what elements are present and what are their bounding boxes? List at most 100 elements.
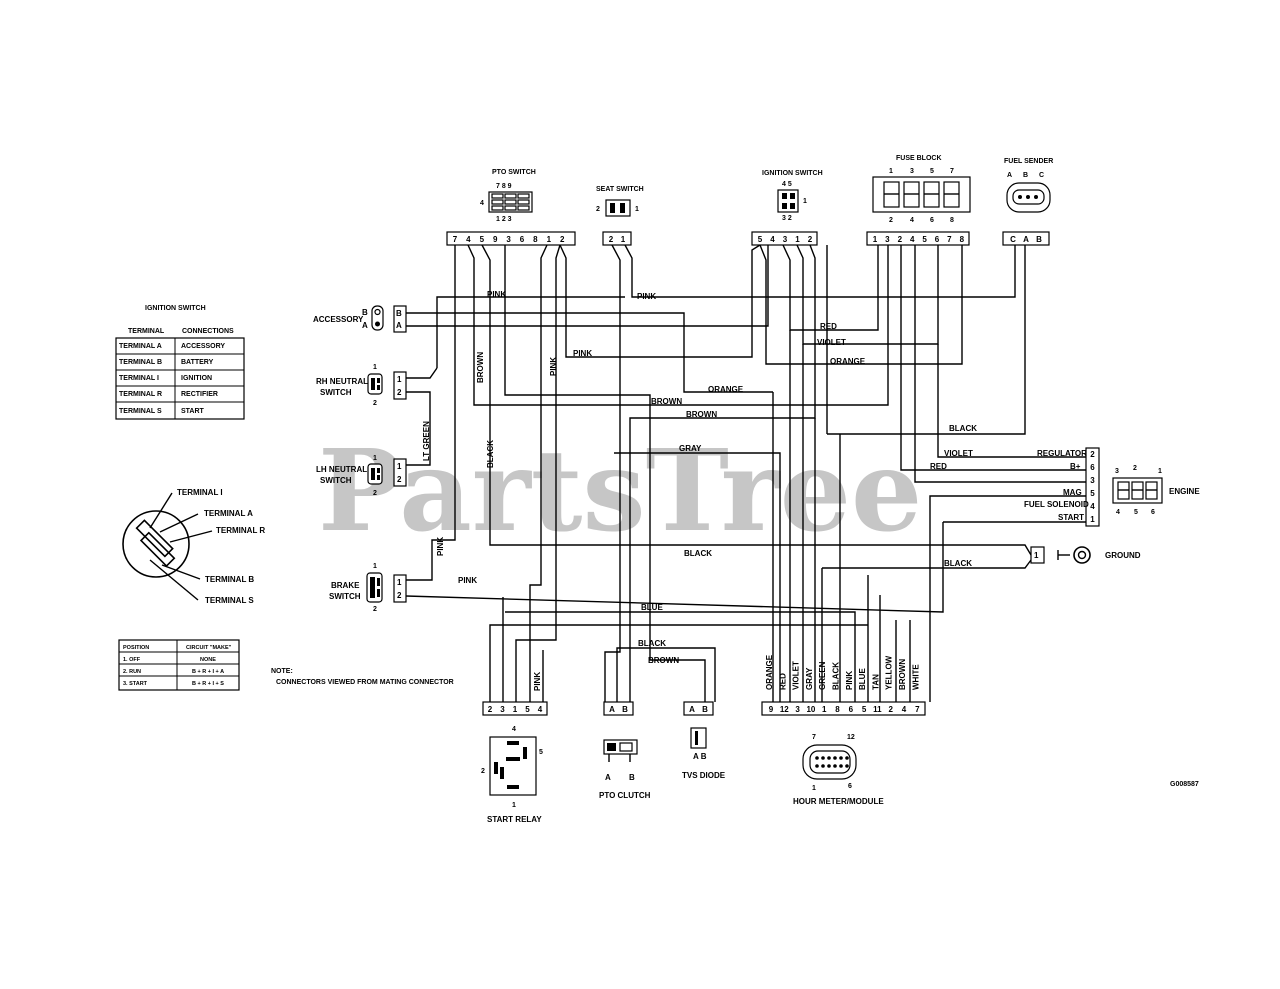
brake-pin-2-label: 2 [373,606,377,613]
wire-label-pink-3: PINK [573,349,592,358]
lh-neutral-connector-2: 2 [397,475,402,484]
wire-label-pink-4: PINK [458,576,477,585]
wire-label-black-vertical: BLACK [486,440,495,468]
relay-pin-1: 1 [512,802,516,809]
fuel-sender-connector [1002,231,1050,246]
hour-meter-connector [761,701,926,716]
ignition-row-r-terminal: TERMINAL R [119,391,162,398]
ignition-switch-top-pins: 4 5 [782,181,792,188]
rh-neutral-symbol [367,371,407,400]
brake-symbol [366,572,407,603]
pto-switch-bottom-pins: 1 2 3 [496,216,512,223]
engine-signal-fuel-solenoid: FUEL SOLENOID [1024,500,1089,509]
start-relay-pin: 3 [500,705,505,714]
engine-pin: 5 [1090,489,1095,498]
note-title: NOTE: [271,668,293,675]
hour-meter-wire-label: WHITE [911,664,920,690]
tvs-diode-pin: B [702,705,708,714]
engine-signal-start: START [1058,513,1084,522]
fuse-bottom-6: 6 [930,217,934,224]
relay-pin-4: 4 [512,726,516,733]
wire-label-pink-1: PINK [487,290,506,299]
hour-meter-wire-label: BROWN [898,659,907,690]
fuse-block-pin: 1 [873,235,878,244]
fuse-top-7: 7 [950,168,954,175]
ignition-table [115,337,245,420]
ignition-table-title: IGNITION SWITCH [145,305,206,312]
ignition-switch-pin: 3 [783,235,788,244]
hour-meter-pin-6: 6 [848,783,852,790]
relay-pin-5: 5 [539,749,543,756]
engine-connector [1085,447,1100,527]
fuse-block-pin: 3 [885,235,890,244]
hour-meter-pin: 3 [795,705,800,714]
fuse-block-label: FUSE BLOCK [896,155,942,162]
ignition-row-a-connection: ACCESSORY [181,343,225,350]
ignition-table-header-terminal: TERMINAL [128,328,165,335]
engine-plug-symbol [1112,477,1163,504]
position-start: 3. START [123,681,148,687]
fuse-bottom-4: 4 [910,217,914,224]
wire-label-pink-vertical-1: PINK [549,357,558,376]
hour-meter-pin: 9 [769,705,774,714]
fuel-sender-pin-c: C [1039,172,1044,179]
hour-meter-wire-label: TAN [871,674,880,690]
fuse-bottom-2: 2 [889,217,893,224]
wire-label-red-1: RED [820,322,837,331]
rh-neutral-connector-1: 1 [397,375,402,384]
pto-switch-pin: 6 [520,235,525,244]
engine-pin: 1 [1090,515,1095,524]
ignition-switch-connector [751,231,818,246]
start-relay-label: START RELAY [487,815,542,824]
wire-label-brown-2: BROWN [686,410,717,419]
pto-clutch-pin: A [609,705,615,714]
rh-neutral-pin-1-label: 1 [373,364,377,371]
pto-clutch-connector [603,701,634,716]
ignition-switch-pin: 2 [808,235,813,244]
lh-neutral-pin-2-label: 2 [373,490,377,497]
engine-signal-bplus: B+ [1070,462,1081,471]
hour-meter-pin: 11 [873,705,882,714]
start-relay-symbol [489,736,537,796]
start-relay-pin: 5 [525,705,530,714]
pto-switch-symbol [488,191,533,213]
pto-switch-pin: 3 [506,235,511,244]
position-table [118,639,240,691]
brake-pin-1-label: 1 [373,563,377,570]
start-relay-pin: 2 [488,705,493,714]
wire-label-pink-vertical-2: PINK [436,537,445,556]
ignition-row-i-terminal: TERMINAL I [119,375,159,382]
wire-label-pink-2: PINK [637,292,656,301]
terminal-r-label: TERMINAL R [216,526,265,535]
fuse-top-3: 3 [910,168,914,175]
hour-meter-pin-7: 7 [812,734,816,741]
lh-neutral-connector-1: 1 [397,462,402,471]
hour-meter-wire-label: GREEN [818,661,827,690]
accessory-connector-b: B [396,309,402,318]
hour-meter-pin: 10 [806,705,815,714]
fuse-block-connector [866,231,970,246]
wire-label-blue: BLUE [641,603,663,612]
wire-label-orange-1: ORANGE [830,357,866,366]
rh-neutral-label-1: RH NEUTRAL [316,377,368,386]
position-run: 2. RUN [123,669,141,675]
lh-neutral-label-2: SWITCH [320,476,352,485]
wire-label-brown-1: BROWN [651,397,682,406]
key-switch-symbol [122,492,213,601]
ignition-table-header-connections: CONNECTIONS [182,328,234,335]
fuse-top-1: 1 [889,168,893,175]
hour-meter-pin: 12 [780,705,789,714]
circuit-run: B + R + I + A [192,669,224,675]
pto-switch-label: PTO SWITCH [492,169,536,176]
ignition-row-a-terminal: TERMINAL A [119,343,162,350]
ignition-row-b-connection: BATTERY [181,359,214,366]
fuel-sender-pin: A [1023,235,1029,244]
wire-label-pink-vertical-3: PINK [533,672,542,691]
lh-neutral-pin-1-label: 1 [373,455,377,462]
